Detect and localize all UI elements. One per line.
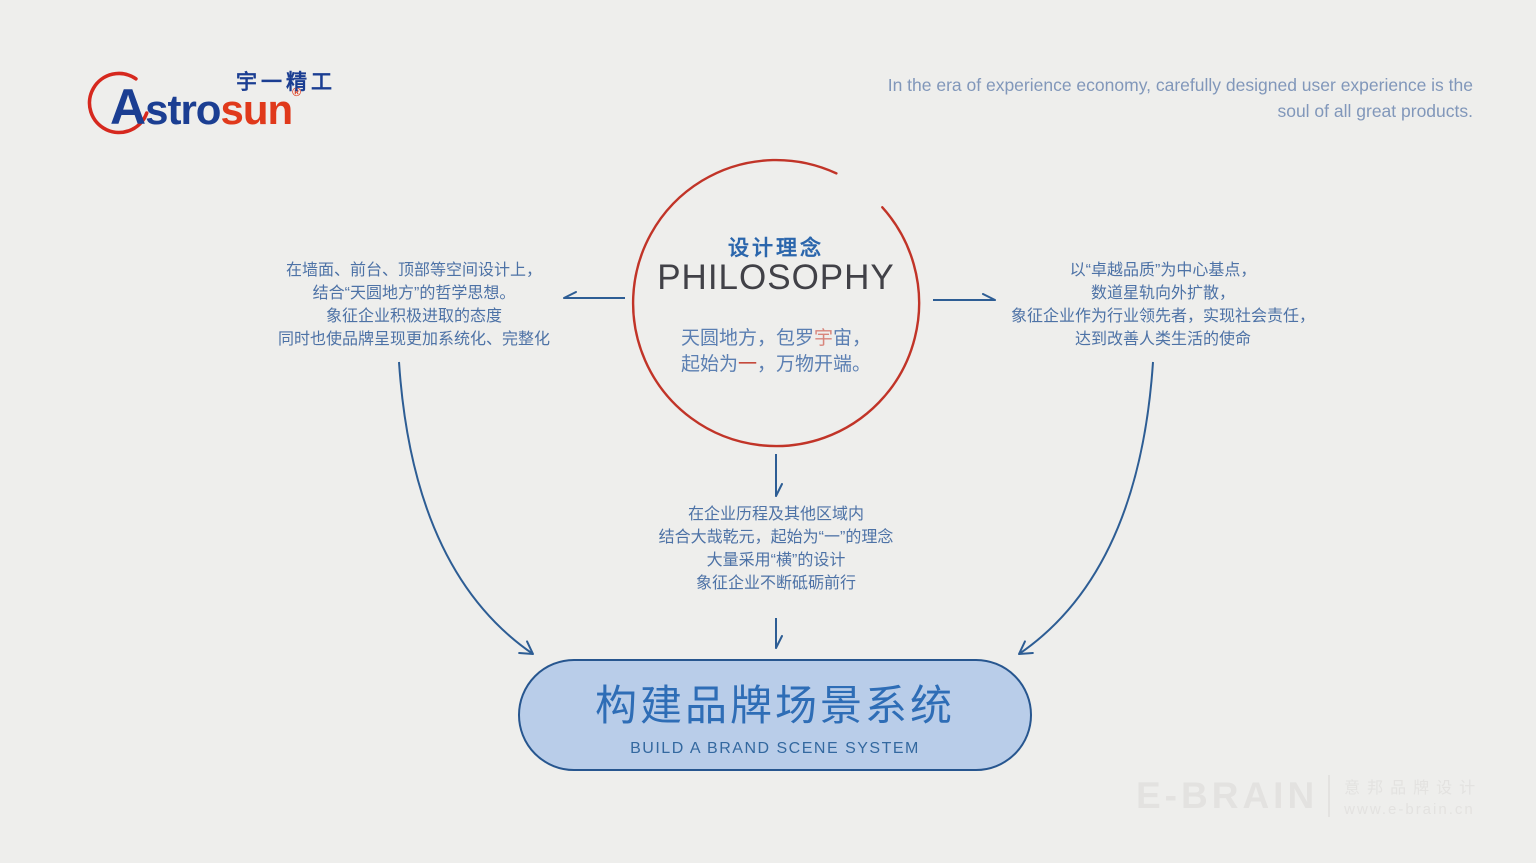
- philosophy-ring-icon: [631, 158, 921, 448]
- tagline: In the era of experience economy, carefu…: [888, 72, 1473, 124]
- philosophy-desc-line1: 天圆地方，包罗宇宙，: [626, 326, 926, 352]
- right-note-line: 达到改善人类生活的使命: [1074, 331, 1251, 348]
- logo-wordmark: Astrosun®: [110, 78, 301, 136]
- tagline-line2: soul of all great products.: [1277, 101, 1473, 121]
- pill-subtitle-en: BUILD A BRAND SCENE SYSTEM: [630, 740, 920, 757]
- left-note-line: 结合“天圆地方”的哲学思想。: [312, 285, 516, 302]
- result-pill: 构建品牌场景系统 BUILD A BRAND SCENE SYSTEM: [518, 659, 1032, 771]
- bottom-note: 在企业历程及其他区域内 结合大哉乾元，起始为“一”的理念 大量采用“横”的设计 …: [616, 503, 936, 595]
- curved-arrow-right-icon: [1018, 361, 1154, 655]
- watermark-brand: E-BRAIN: [1136, 775, 1319, 816]
- left-note-line: 在墙面、前台、顶部等空间设计上，: [285, 262, 542, 279]
- desc-l1-text2: 宙，: [833, 328, 872, 349]
- logo-letter-a: A: [110, 79, 146, 135]
- brand-logo: Astrosun® 宇一精工: [86, 62, 346, 152]
- bottom-note-line: 结合大哉乾元，起始为“一”的理念: [658, 529, 894, 546]
- logo-text-blue: stro: [145, 86, 221, 133]
- logo-text-red: sun: [220, 86, 293, 133]
- bottom-note-line: 象征企业不断砥砺前行: [695, 575, 856, 592]
- tagline-line1: In the era of experience economy, carefu…: [887, 75, 1473, 95]
- left-note-line: 象征企业积极进取的态度: [325, 308, 502, 325]
- right-note-line: 以“卓越品质”为中心基点，: [1069, 262, 1257, 279]
- philosophy-title-cn: 设计理念: [728, 237, 824, 260]
- bottom-note-line: 在企业历程及其他区域内: [687, 506, 864, 523]
- watermark-company: 意邦品牌设计: [1344, 780, 1483, 797]
- watermark-site: www.e-brain.cn: [1344, 801, 1475, 818]
- bottom-note-line: 大量采用“横”的设计: [706, 552, 846, 569]
- desc-l2-text: 起始为: [680, 354, 738, 375]
- desc-l2-text2: ，万物开端。: [757, 354, 872, 375]
- curved-arrow-left-icon: [398, 361, 534, 655]
- desc-l1-text: 天圆地方，包罗: [680, 328, 814, 349]
- right-note-line: 象征企业作为行业领先者，实现社会责任，: [1010, 308, 1315, 325]
- watermark-info: 意邦品牌设计 www.e-brain.cn: [1344, 774, 1482, 818]
- logo-cn-name: 宇一精工: [236, 71, 336, 94]
- left-note-line: 同时也使品牌呈现更加系统化、完整化: [277, 331, 550, 348]
- desc-l2-highlight: 一: [737, 354, 757, 375]
- logo-ring-icon: [87, 71, 149, 135]
- right-note-line: 数道星轨向外扩散，: [1090, 285, 1235, 302]
- desc-l1-highlight: 宇: [813, 328, 833, 349]
- philosophy-desc-line2: 起始为一，万物开端。: [626, 352, 926, 378]
- watermark-divider: [1328, 775, 1331, 817]
- right-note: 以“卓越品质”为中心基点， 数道星轨向外扩散， 象征企业作为行业领先者，实现社会…: [1010, 259, 1316, 351]
- philosophy-title-en: PHILOSOPHY: [657, 258, 895, 297]
- philosophy-desc: 天圆地方，包罗宇宙， 起始为一，万物开端。: [626, 326, 926, 378]
- pill-title-cn: 构建品牌场景系统: [594, 682, 955, 729]
- registered-mark: ®: [292, 85, 301, 99]
- left-note: 在墙面、前台、顶部等空间设计上， 结合“天圆地方”的哲学思想。 象征企业积极进取…: [273, 259, 555, 351]
- watermark: E-BRAIN 意邦品牌设计 www.e-brain.cn: [1136, 774, 1482, 818]
